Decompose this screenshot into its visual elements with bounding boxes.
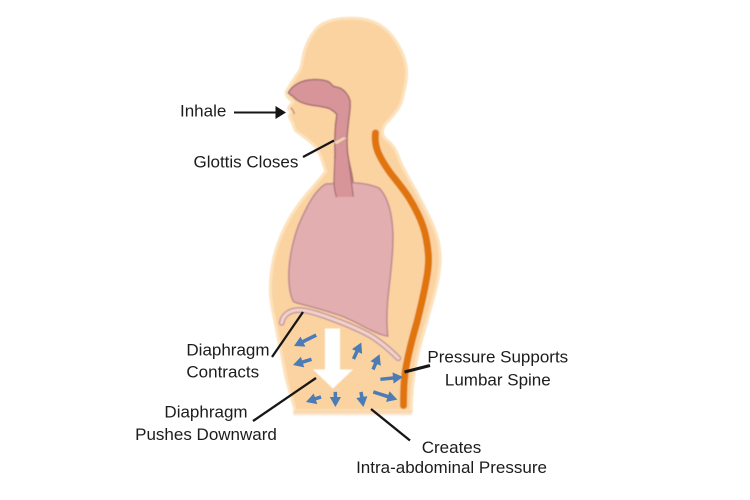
svg-text:Lumbar Spine: Lumbar Spine: [445, 371, 551, 390]
svg-text:Diaphragm: Diaphragm: [186, 340, 269, 359]
svg-text:Pressure Supports: Pressure Supports: [427, 348, 568, 367]
svg-text:Diaphragm: Diaphragm: [164, 402, 247, 421]
svg-text:Glottis Closes: Glottis Closes: [194, 152, 299, 171]
svg-text:Inhale: Inhale: [180, 102, 226, 121]
svg-text:Contracts: Contracts: [186, 362, 259, 381]
svg-text:Intra-abdominal Pressure: Intra-abdominal Pressure: [356, 458, 547, 477]
svg-text:Pushes Downward: Pushes Downward: [135, 425, 277, 444]
svg-text:Creates: Creates: [422, 438, 482, 457]
